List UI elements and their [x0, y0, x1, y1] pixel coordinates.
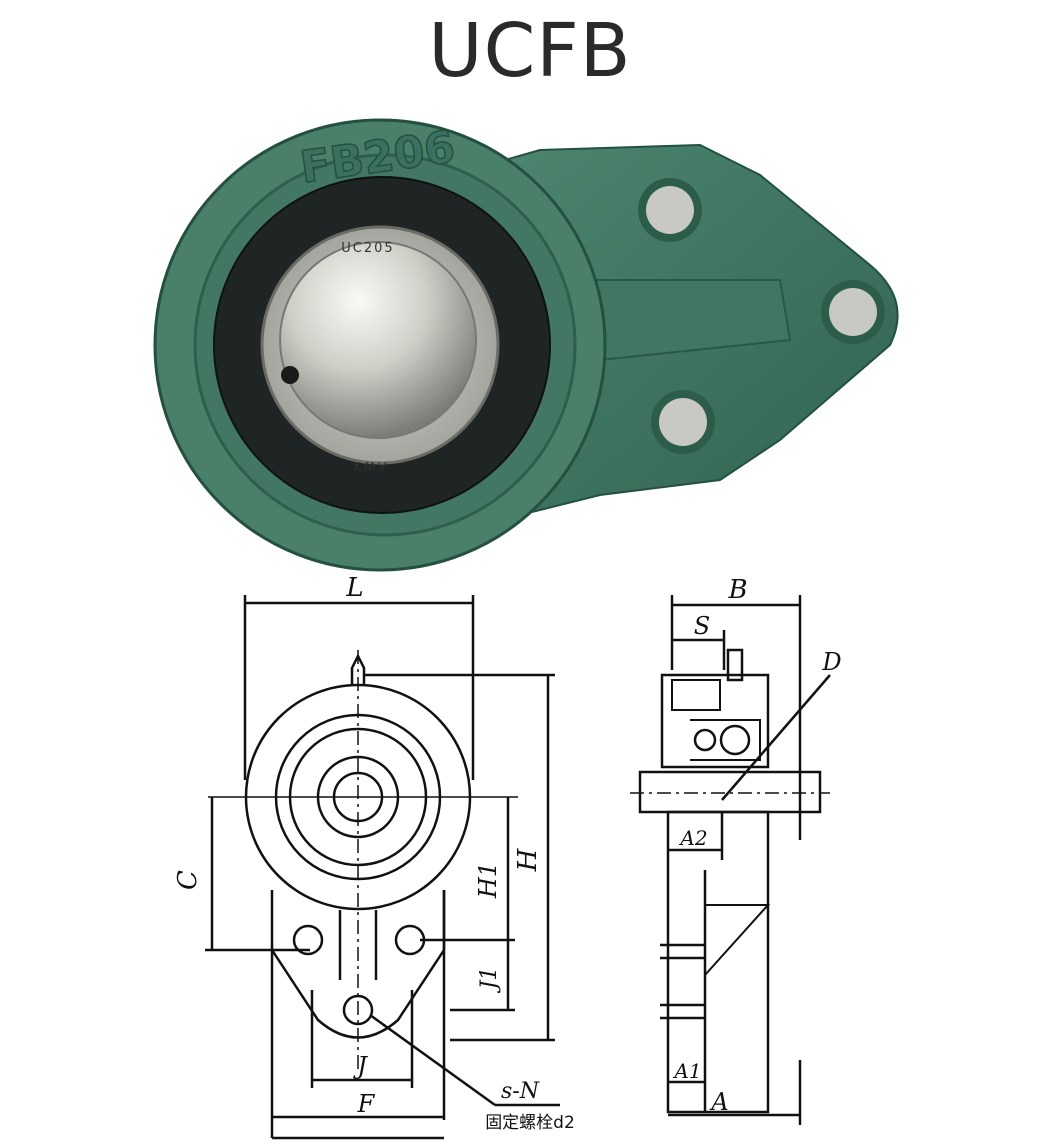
dim-J1: J1 [477, 967, 502, 994]
dim-S: S [694, 612, 710, 640]
page-title: UCFB [428, 8, 632, 94]
front-bolt-hole [292, 924, 324, 956]
bearing-photo: FB206 UC205 AWX [153, 118, 899, 572]
insert-marking-bottom: AWX [350, 459, 387, 473]
bearing-bore [279, 241, 477, 439]
dim-A1: A1 [672, 1059, 701, 1083]
side-flange [666, 810, 770, 1114]
bolt-hole [638, 178, 702, 242]
front-view-labels: L C H1 H J1 J F s-N 固定螺栓d2 [173, 573, 575, 1133]
dim-A: A [709, 1088, 728, 1116]
dim-C: C [173, 870, 203, 890]
bolt-hole [651, 390, 715, 454]
dim-A2: A2 [678, 826, 707, 850]
dim-H: H [513, 847, 543, 872]
front-view-drawing [205, 595, 560, 1140]
side-view-labels: B S D A2 A1 A [672, 575, 841, 1116]
bolt-note: 固定螺栓d2 [485, 1113, 575, 1133]
insert-marking-top: UC205 [341, 241, 394, 256]
front-bolt-hole [342, 994, 374, 1026]
front-flange-outline [270, 890, 446, 1138]
side-bearing-section [660, 673, 770, 769]
dim-F: F [357, 1090, 376, 1118]
dim-bolt: s-N [501, 1079, 540, 1104]
set-screw [281, 366, 299, 384]
dim-H1: H1 [474, 862, 502, 899]
dim-J: J [352, 1052, 368, 1080]
dim-B: B [727, 575, 747, 605]
side-view-drawing [630, 595, 831, 1125]
dim-D: D [821, 648, 841, 676]
bolt-hole [821, 280, 885, 344]
dim-L: L [345, 573, 363, 603]
front-bolt-hole [394, 924, 426, 956]
